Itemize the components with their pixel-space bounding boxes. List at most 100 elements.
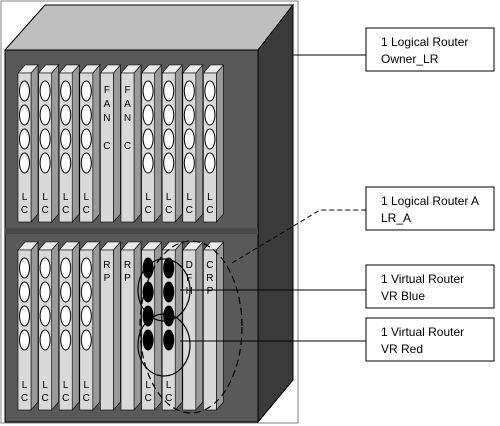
port-icon (142, 305, 154, 327)
card-label-letter: C (21, 205, 28, 216)
card-label-letter: P (124, 273, 131, 284)
card-label-letter: L (22, 192, 28, 203)
lr-a-dashed-ellipse (139, 240, 243, 414)
card-side (216, 64, 224, 223)
card-side (195, 241, 204, 411)
port-icon (80, 104, 92, 126)
port-icon (142, 329, 154, 351)
callout-owner-line2: Owner_LR (381, 52, 439, 66)
card-label-letter: C (41, 205, 48, 216)
card-label-letter: F (124, 85, 130, 96)
card-label-letter: A (124, 99, 131, 110)
port-icon (80, 281, 92, 303)
callout-lr-a: 1 Logical Router A LR_A (365, 186, 495, 231)
bottom-shelf-card-lc: LC (58, 241, 80, 411)
card-label-letter: L (42, 380, 48, 391)
card-label-letter: C (62, 205, 69, 216)
port-icon (183, 80, 195, 102)
port-icon (204, 80, 216, 102)
card-face (120, 72, 135, 223)
port-icon (19, 281, 30, 303)
card-label-letter: C (165, 393, 172, 404)
card-side (133, 64, 142, 223)
port-icon (80, 80, 92, 102)
port-icon (80, 257, 92, 279)
port-icon (19, 257, 30, 279)
chassis-side (257, 3, 294, 424)
port-icon (204, 152, 216, 174)
bottom-shelf-card-rp: RP (99, 241, 122, 411)
card-side (30, 241, 39, 411)
chassis-top (3, 4, 295, 51)
port-icon (142, 152, 154, 174)
port-icon (39, 281, 51, 303)
callout-vr-red-line2: VR Red (381, 342, 423, 356)
card-label-letter: C (165, 205, 172, 216)
card-label-letter: C (206, 260, 213, 271)
card-label-letter: L (166, 380, 172, 391)
card-label-letter: L (145, 192, 151, 203)
port-icon (39, 80, 51, 102)
top-shelf-card-lc: LC (161, 64, 183, 223)
callout-vr-blue-line2: VR Blue (381, 289, 425, 303)
card-label-letter: C (62, 393, 69, 404)
card-label-letter: R (206, 273, 213, 284)
callout-owner: 1 Logical Router Owner_LR (365, 27, 495, 72)
card-label-letter: P (207, 286, 214, 297)
diagram-frame (0, 0, 299, 424)
card-side (174, 64, 183, 223)
card-side (154, 64, 162, 223)
callout-lr-a-line1: 1 Logical Router A (381, 194, 479, 208)
port-icon (183, 128, 195, 150)
callout-vr-blue: 1 Virtual Router VR Blue (365, 264, 495, 309)
card-label-letter: C (103, 141, 110, 152)
port-icon (163, 80, 175, 102)
card-label-letter: C (144, 393, 151, 404)
card-label-letter: C (21, 393, 28, 404)
card-label-letter: C (186, 205, 193, 216)
card-label-letter: L (84, 380, 90, 391)
card-label-letter: C (83, 205, 90, 216)
callout-lr-a-line2: LR_A (381, 211, 411, 225)
port-icon (163, 329, 175, 351)
port-icon (183, 152, 195, 174)
lr-a-connector (231, 209, 366, 264)
card-label-letter: D (186, 260, 193, 271)
port-icon (60, 104, 72, 126)
top-shelf-card-lc: LC (17, 64, 39, 223)
port-icon (19, 152, 30, 174)
card-side (133, 241, 142, 411)
top-shelf-card-lc: LC (79, 64, 101, 223)
port-icon (142, 128, 154, 150)
card-side (113, 64, 121, 223)
card-label-letter: P (104, 273, 111, 284)
card-label-letter: L (187, 192, 193, 203)
card-side (71, 241, 80, 411)
bottom-shelf-card-crp: CRP (202, 241, 225, 411)
top-shelf-card-lc: LC (182, 64, 204, 223)
port-icon (60, 80, 72, 102)
port-icon (163, 128, 175, 150)
port-icon (39, 152, 51, 174)
port-icon (80, 305, 92, 327)
card-side (71, 64, 80, 223)
card-label-letter: L (42, 192, 48, 203)
card-side (216, 241, 224, 411)
port-icon (60, 128, 72, 150)
port-icon (60, 281, 72, 303)
top-shelf-card-lc: LC (202, 64, 225, 223)
card-label-letter: C (124, 141, 131, 152)
card-side (30, 64, 39, 223)
port-icon (142, 257, 154, 279)
port-icon (19, 305, 30, 327)
port-icon (60, 152, 72, 174)
callout-owner-line1: 1 Logical Router (381, 35, 468, 49)
card-label-letter: C (41, 393, 48, 404)
port-icon (80, 128, 92, 150)
port-icon (60, 329, 72, 351)
port-icon (19, 329, 30, 351)
callout-vr-red-line1: 1 Virtual Router (381, 325, 464, 339)
